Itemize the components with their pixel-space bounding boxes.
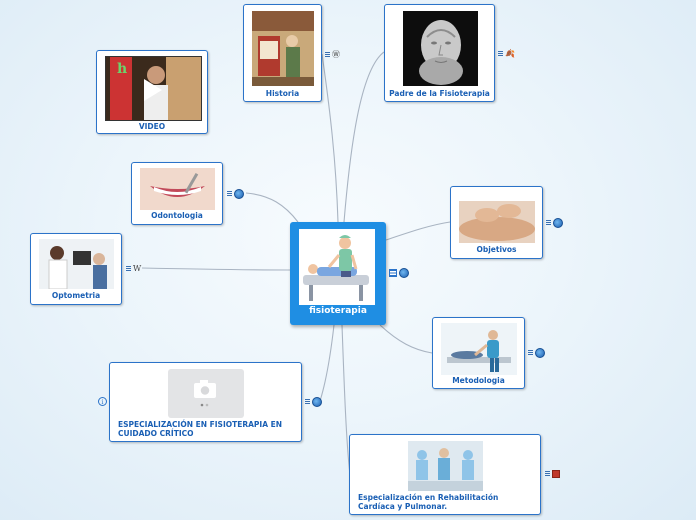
image-placeholder [168, 369, 244, 418]
notes-icon[interactable] [545, 471, 550, 477]
node-historia[interactable]: Historia [243, 4, 322, 102]
metodologia-icons[interactable] [528, 348, 545, 358]
central-icons[interactable] [389, 268, 409, 278]
video-label: VIDEO [138, 122, 166, 131]
optometria-image [39, 239, 114, 289]
play-icon [144, 79, 162, 101]
notes-icon[interactable] [305, 399, 310, 405]
globe-icon[interactable] [553, 218, 563, 228]
link-optometria [141, 267, 291, 271]
especializacion-rehab-label: Especialización en Rehabilitación Cardía… [358, 493, 499, 511]
leaf-icon[interactable]: 🍂 [505, 49, 515, 58]
padre-image [403, 11, 478, 86]
video-thumbnail[interactable]: h [105, 56, 202, 121]
node-optometria[interactable]: Optometria [30, 233, 122, 305]
node-objetivos[interactable]: Objetivos [450, 186, 543, 259]
padre-icons[interactable]: 🍂 [498, 49, 515, 58]
info-icon[interactable]: i [98, 397, 107, 406]
node-especializacion-rehabilitacion[interactable]: Especialización en Rehabilitación Cardía… [349, 434, 541, 515]
notes-box-icon[interactable] [389, 269, 397, 277]
historia-label: Historia [265, 89, 300, 98]
node-padre-fisioterapia[interactable]: Padre de la Fisioterapia [384, 4, 495, 102]
odontologia-image [140, 168, 215, 210]
optometria-label: Optometria [51, 291, 101, 300]
historia-image [252, 11, 314, 86]
link-padre [343, 51, 385, 223]
notes-icon[interactable] [498, 50, 503, 57]
globe-icon[interactable] [535, 348, 545, 358]
link-historia [321, 53, 339, 223]
odontologia-icons[interactable] [227, 189, 244, 199]
wikipedia-icon[interactable]: W [133, 264, 142, 273]
metodologia-label: Metodologia [452, 376, 505, 385]
metodologia-image [441, 323, 517, 375]
objetivos-label: Objetivos [476, 245, 517, 254]
node-metodologia[interactable]: Metodologia [432, 317, 525, 389]
notes-icon[interactable] [325, 51, 330, 58]
central-image [299, 229, 375, 305]
padre-label: Padre de la Fisioterapia [389, 89, 490, 98]
node-especializacion-cuidado-critico[interactable]: ESPECIALIZACIÓN EN FISIOTERAPIA EN CUIDA… [109, 362, 302, 442]
notes-icon[interactable] [546, 220, 551, 226]
especializacion-cuidado-icons[interactable] [305, 397, 322, 407]
central-topic-fisioterapia[interactable]: fisioterapia [290, 222, 386, 325]
objetivos-icons[interactable] [546, 218, 563, 228]
link-cuidado [319, 324, 335, 402]
rehabilitacion-image [408, 441, 483, 491]
optometria-icons[interactable]: W [126, 264, 141, 273]
notes-icon[interactable] [227, 191, 232, 197]
historia-icons[interactable]: Ⓦ [325, 49, 340, 60]
book-icon[interactable] [552, 470, 560, 478]
node-odontologia[interactable]: Odontologia [131, 162, 223, 225]
notes-icon[interactable] [126, 265, 131, 272]
especializacion-cuidado-label: ESPECIALIZACIÓN EN FISIOTERAPIA EN CUIDA… [118, 420, 283, 438]
link-objetivos [385, 221, 451, 241]
wordpress-icon[interactable]: Ⓦ [332, 50, 340, 59]
objetivos-image [459, 193, 535, 243]
especializacion-rehab-icons[interactable] [545, 470, 560, 478]
link-rehab [341, 324, 351, 476]
link-odontologia [245, 192, 299, 223]
node-video[interactable]: h VIDEO [96, 50, 208, 134]
notes-icon[interactable] [528, 350, 533, 356]
odontologia-label: Odontologia [151, 211, 203, 220]
globe-icon[interactable] [399, 268, 409, 278]
globe-icon[interactable] [312, 397, 322, 407]
globe-icon[interactable] [234, 189, 244, 199]
svg-text:h: h [117, 61, 127, 77]
central-title: fisioterapia [309, 306, 367, 316]
link-metodologia [379, 324, 433, 354]
